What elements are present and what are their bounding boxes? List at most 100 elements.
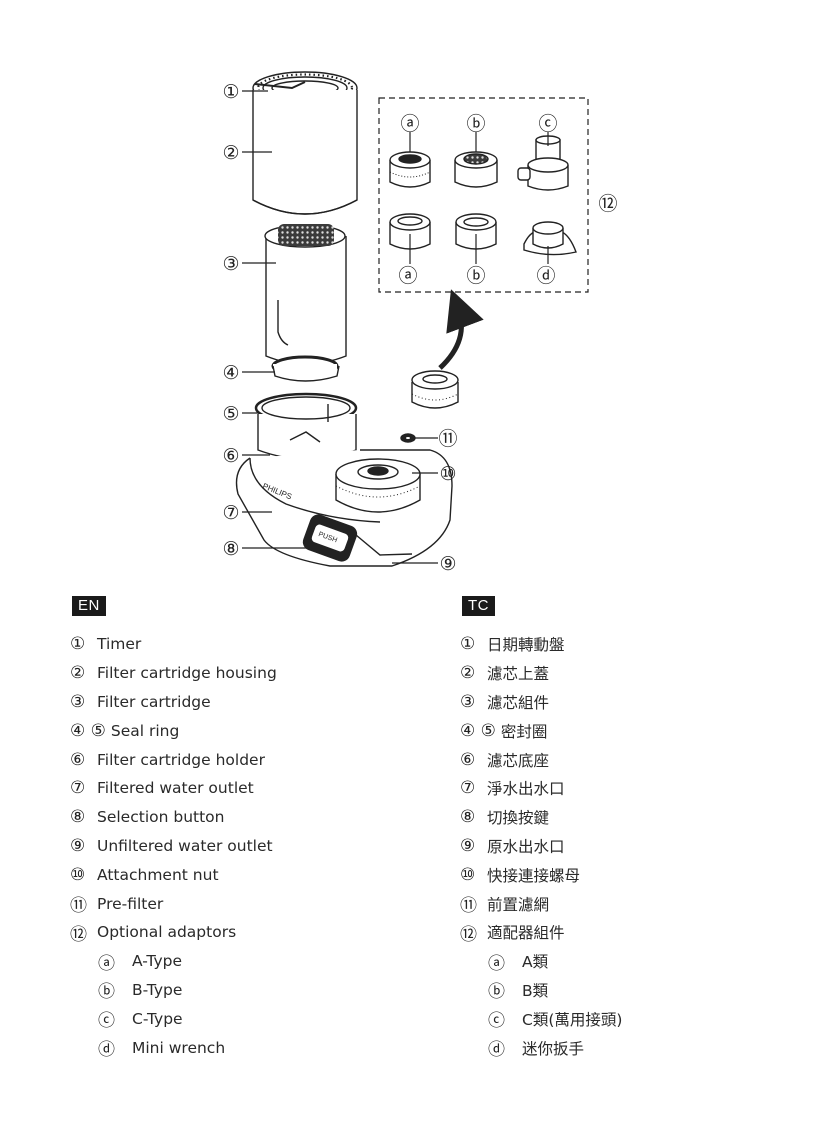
selection-button-part: PUSH [302, 514, 358, 562]
item-label: Pre-filter [97, 894, 164, 913]
callout-6: ⑥ [222, 445, 239, 467]
adaptor-a-top [389, 151, 431, 188]
list-item: ③ Filter cartridge [70, 688, 277, 717]
item-number: ⓓ [98, 1040, 115, 1061]
item-number: ⑦ [70, 778, 86, 799]
item-label: 原水出水口 [487, 837, 565, 856]
item-label: 快接連接螺母 [487, 866, 581, 885]
item-label: C-Type [132, 1009, 183, 1028]
item-number: ③ [70, 691, 86, 712]
callout-9: ⑨ [439, 553, 456, 575]
item-label: B類 [522, 981, 549, 1000]
adaptor-label-b-top: ⓑ [466, 113, 485, 135]
adaptor-c-top [517, 135, 569, 191]
item-number: ⑪ [460, 896, 477, 917]
list-item: ⑥ Filter cartridge holder [70, 745, 277, 774]
callout-10: ⑩ [439, 463, 456, 485]
item-number: ⑨ [460, 835, 476, 856]
list-item: ⑦ Filtered water outlet [70, 774, 277, 803]
callout-11: ⑪ [438, 428, 457, 450]
item-number: ⑥ [460, 749, 476, 770]
item-label: Unfiltered water outlet [97, 836, 273, 855]
item-label: 淨水出水口 [487, 780, 565, 799]
cartridge-holder-part [254, 392, 358, 460]
list-item: ⑫ 適配器組件 [460, 918, 622, 947]
item-label: C類(萬用接頭) [522, 1010, 623, 1029]
exploded-view-diagram: PHILIPS PUSH [222, 71, 618, 575]
list-item: ⑦ 淨水出水口 [460, 774, 622, 803]
item-number: ⓒ [488, 1011, 505, 1032]
list-subitem: ⓓ Mini wrench [70, 1033, 277, 1062]
item-number: ① [460, 634, 476, 655]
item-label: B-Type [132, 980, 183, 999]
optional-adaptors-box [378, 97, 589, 293]
adaptor-label-d-bottom: ⓓ [536, 265, 555, 287]
adaptor-label-a-top: ⓐ [400, 113, 419, 135]
list-subitem: ⓑ B類 [460, 976, 622, 1005]
item-label: 濾芯底座 [487, 751, 550, 770]
item-label: 濾芯上蓋 [487, 665, 550, 684]
filter-cartridge-part [264, 224, 347, 365]
item-number: ⓒ [98, 1011, 115, 1032]
item-number: ② [70, 663, 86, 684]
install-arrow [438, 289, 484, 370]
list-item: ⑧ 切換按鍵 [460, 803, 622, 832]
item-label: 前置濾網 [487, 895, 550, 914]
item-number: ⑧ [70, 807, 86, 828]
adaptor-b-top [454, 151, 498, 188]
item-label: Seal ring [110, 721, 180, 740]
list-subitem: ⓒ C-Type [70, 1004, 277, 1033]
item-label: Filter cartridge [97, 692, 211, 711]
item-label: Filter cartridge holder [97, 750, 265, 769]
item-label: Attachment nut [97, 865, 219, 884]
callout-2: ② [222, 142, 239, 164]
item-number: ⑫ [460, 924, 477, 945]
item-number: ⑦ [460, 778, 476, 799]
callout-3: ③ [222, 253, 239, 275]
callout-5: ⑤ [222, 403, 239, 425]
item-label: 切換按鍵 [487, 809, 550, 828]
item-number: ⓑ [488, 982, 505, 1003]
callout-7: ⑦ [222, 502, 239, 524]
item-number: ⑨ [70, 835, 86, 856]
item-number: ⓐ [488, 953, 505, 974]
callout-1: ① [222, 81, 239, 103]
callout-12: ⑫ [598, 193, 617, 215]
en-language-badge: EN [72, 596, 106, 616]
callout-8: ⑧ [222, 538, 239, 560]
seal-ring-part-4 [271, 355, 340, 382]
mini-wrench-part [523, 221, 577, 256]
item-label: 密封圈 [500, 722, 548, 741]
item-number: ⓓ [488, 1040, 505, 1061]
item-number: ⓑ [98, 982, 115, 1003]
list-subitem: ⓑ B-Type [70, 976, 277, 1005]
spare-nut-part [411, 370, 459, 409]
item-number: ① [70, 634, 86, 655]
item-number: ⑥ [70, 749, 86, 770]
item-label: A-Type [132, 952, 183, 971]
item-number: ⑧ [460, 807, 476, 828]
item-label: 適配器組件 [487, 924, 565, 943]
attachment-nut-part [335, 458, 421, 513]
adaptor-label-c-top: ⓒ [538, 113, 557, 135]
item-label: Filtered water outlet [97, 779, 254, 798]
item-number: ⑫ [70, 924, 87, 945]
item-number: ② [460, 663, 476, 684]
list-item: ⑫ Optional adaptors [70, 918, 277, 947]
item-label: Optional adaptors [97, 923, 237, 942]
callout-4: ④ [222, 362, 239, 384]
item-label: Mini wrench [132, 1038, 226, 1057]
